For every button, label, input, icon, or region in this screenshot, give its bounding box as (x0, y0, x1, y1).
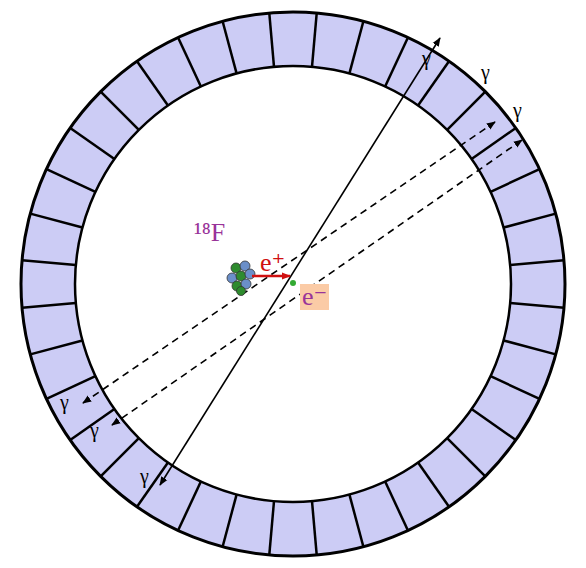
gamma-label: γ (481, 62, 490, 82)
detector-ring (21, 12, 565, 556)
ring-outer (21, 12, 565, 556)
particle-label: e⁺ (260, 250, 285, 276)
electron-dot (290, 280, 296, 286)
gamma-line (160, 38, 440, 485)
gamma-label: γ (90, 420, 99, 440)
particle-label: e⁻ (300, 284, 329, 310)
particle-label: ¹⁸F (194, 220, 225, 246)
gamma-label: γ (422, 48, 431, 68)
gamma-label: γ (140, 466, 149, 486)
gamma-line-dashed (83, 122, 495, 403)
tissue-blob: ¹⁸F e⁺ e⁻ (168, 168, 378, 388)
detector-segments (22, 13, 564, 555)
gamma-line-dashed (112, 140, 522, 425)
blob-outline (168, 168, 378, 388)
gamma-label: γ (513, 100, 522, 120)
gamma-label: γ (60, 392, 69, 412)
nucleus (227, 261, 255, 296)
ring-inner (75, 66, 511, 502)
